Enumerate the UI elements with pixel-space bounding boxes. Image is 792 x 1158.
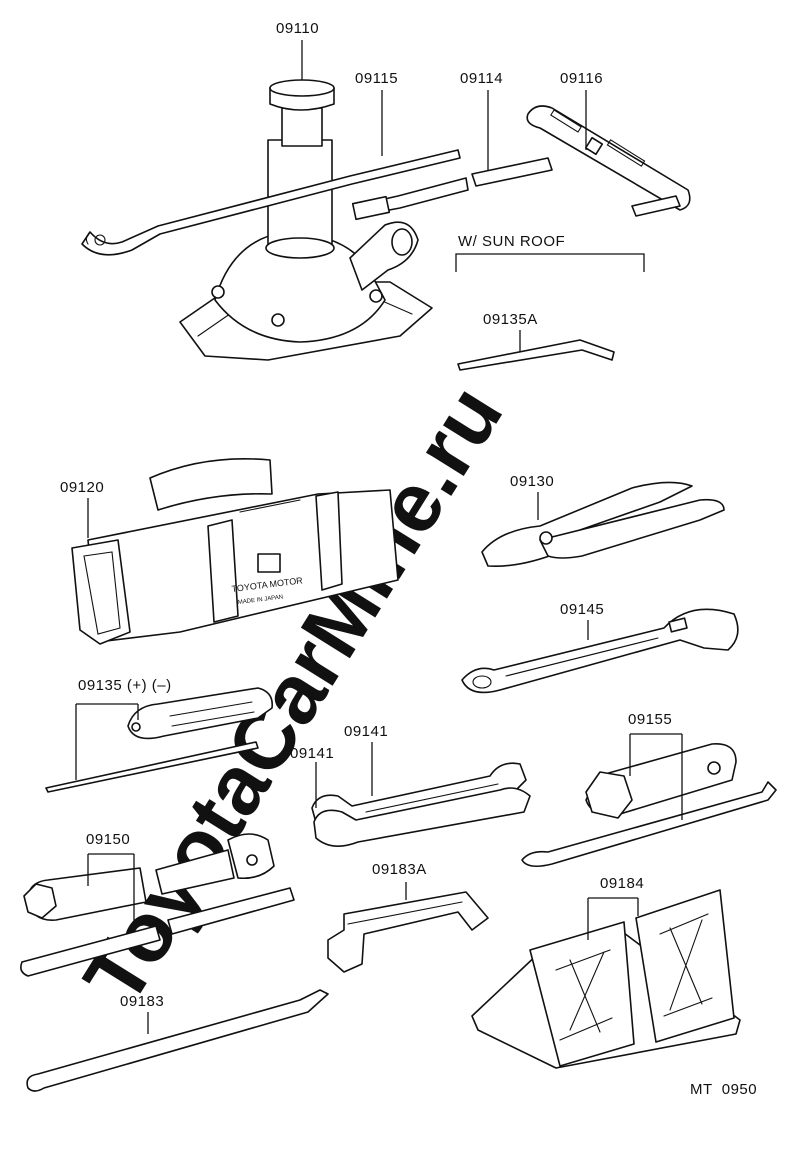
- label-jack-handle-extension: 09114: [460, 70, 503, 87]
- hub-nut-clip-illustration: [327, 891, 489, 973]
- label-hub-cap-remover: 09183: [120, 993, 164, 1010]
- hub-cap-remover-illustration: [26, 989, 329, 1092]
- jack-handle-rod-illustration: [81, 149, 461, 256]
- leader-lines: [75, 40, 683, 1034]
- label-open-end-wrench-a: 09141: [344, 723, 388, 740]
- wheel-nut-wrench-illustration: [521, 743, 777, 868]
- label-hub-nut-clip: 09183A: [372, 861, 427, 878]
- label-sunroof-wrench: 09135A: [483, 311, 538, 328]
- sunroof-wrench-illustration: [457, 339, 615, 371]
- label-screwdriver: 09135 (+) (–): [78, 677, 172, 694]
- adjustable-wrench-illustration: [461, 608, 739, 694]
- label-jack: 09110: [276, 20, 319, 37]
- jack-illustration: [179, 79, 433, 361]
- figure-code: MT 0950: [690, 1081, 757, 1098]
- label-wheel-chocks: 09184: [600, 875, 644, 892]
- screwdriver-illustration: [45, 687, 274, 793]
- label-tool-bag: 09120: [60, 479, 104, 496]
- bag-origin-text: MADE IN JAPAN: [238, 594, 284, 606]
- sun-roof-bracket: [455, 253, 645, 272]
- tool-bag-illustration: TOYOTA MOTOR MADE IN JAPAN: [71, 458, 399, 645]
- label-open-end-wrench-b: 09141: [290, 745, 334, 762]
- label-jack-handle-rod: 09115: [355, 70, 398, 87]
- open-end-wrench-illustration: [311, 762, 531, 847]
- pliers-illustration: [481, 481, 725, 568]
- part-labels: 09110 09115 09114 09116 09135A 09120 091…: [60, 20, 672, 1010]
- sun-roof-note: W/ SUN ROOF: [458, 233, 565, 250]
- label-spark-plug-wrench: 09150: [86, 831, 130, 848]
- jack-handle-lever-illustration: [526, 105, 691, 217]
- label-adjustable-wrench: 09145: [560, 601, 604, 618]
- label-wheel-nut-wrench: 09155: [628, 711, 672, 728]
- wheel-chocks-illustration: [471, 889, 741, 1069]
- label-jack-handle-lever: 09116: [560, 70, 603, 87]
- jack-handle-extension-illustration: [351, 157, 553, 221]
- spark-plug-wrench-illustration: [20, 833, 295, 977]
- label-pliers: 09130: [510, 473, 554, 490]
